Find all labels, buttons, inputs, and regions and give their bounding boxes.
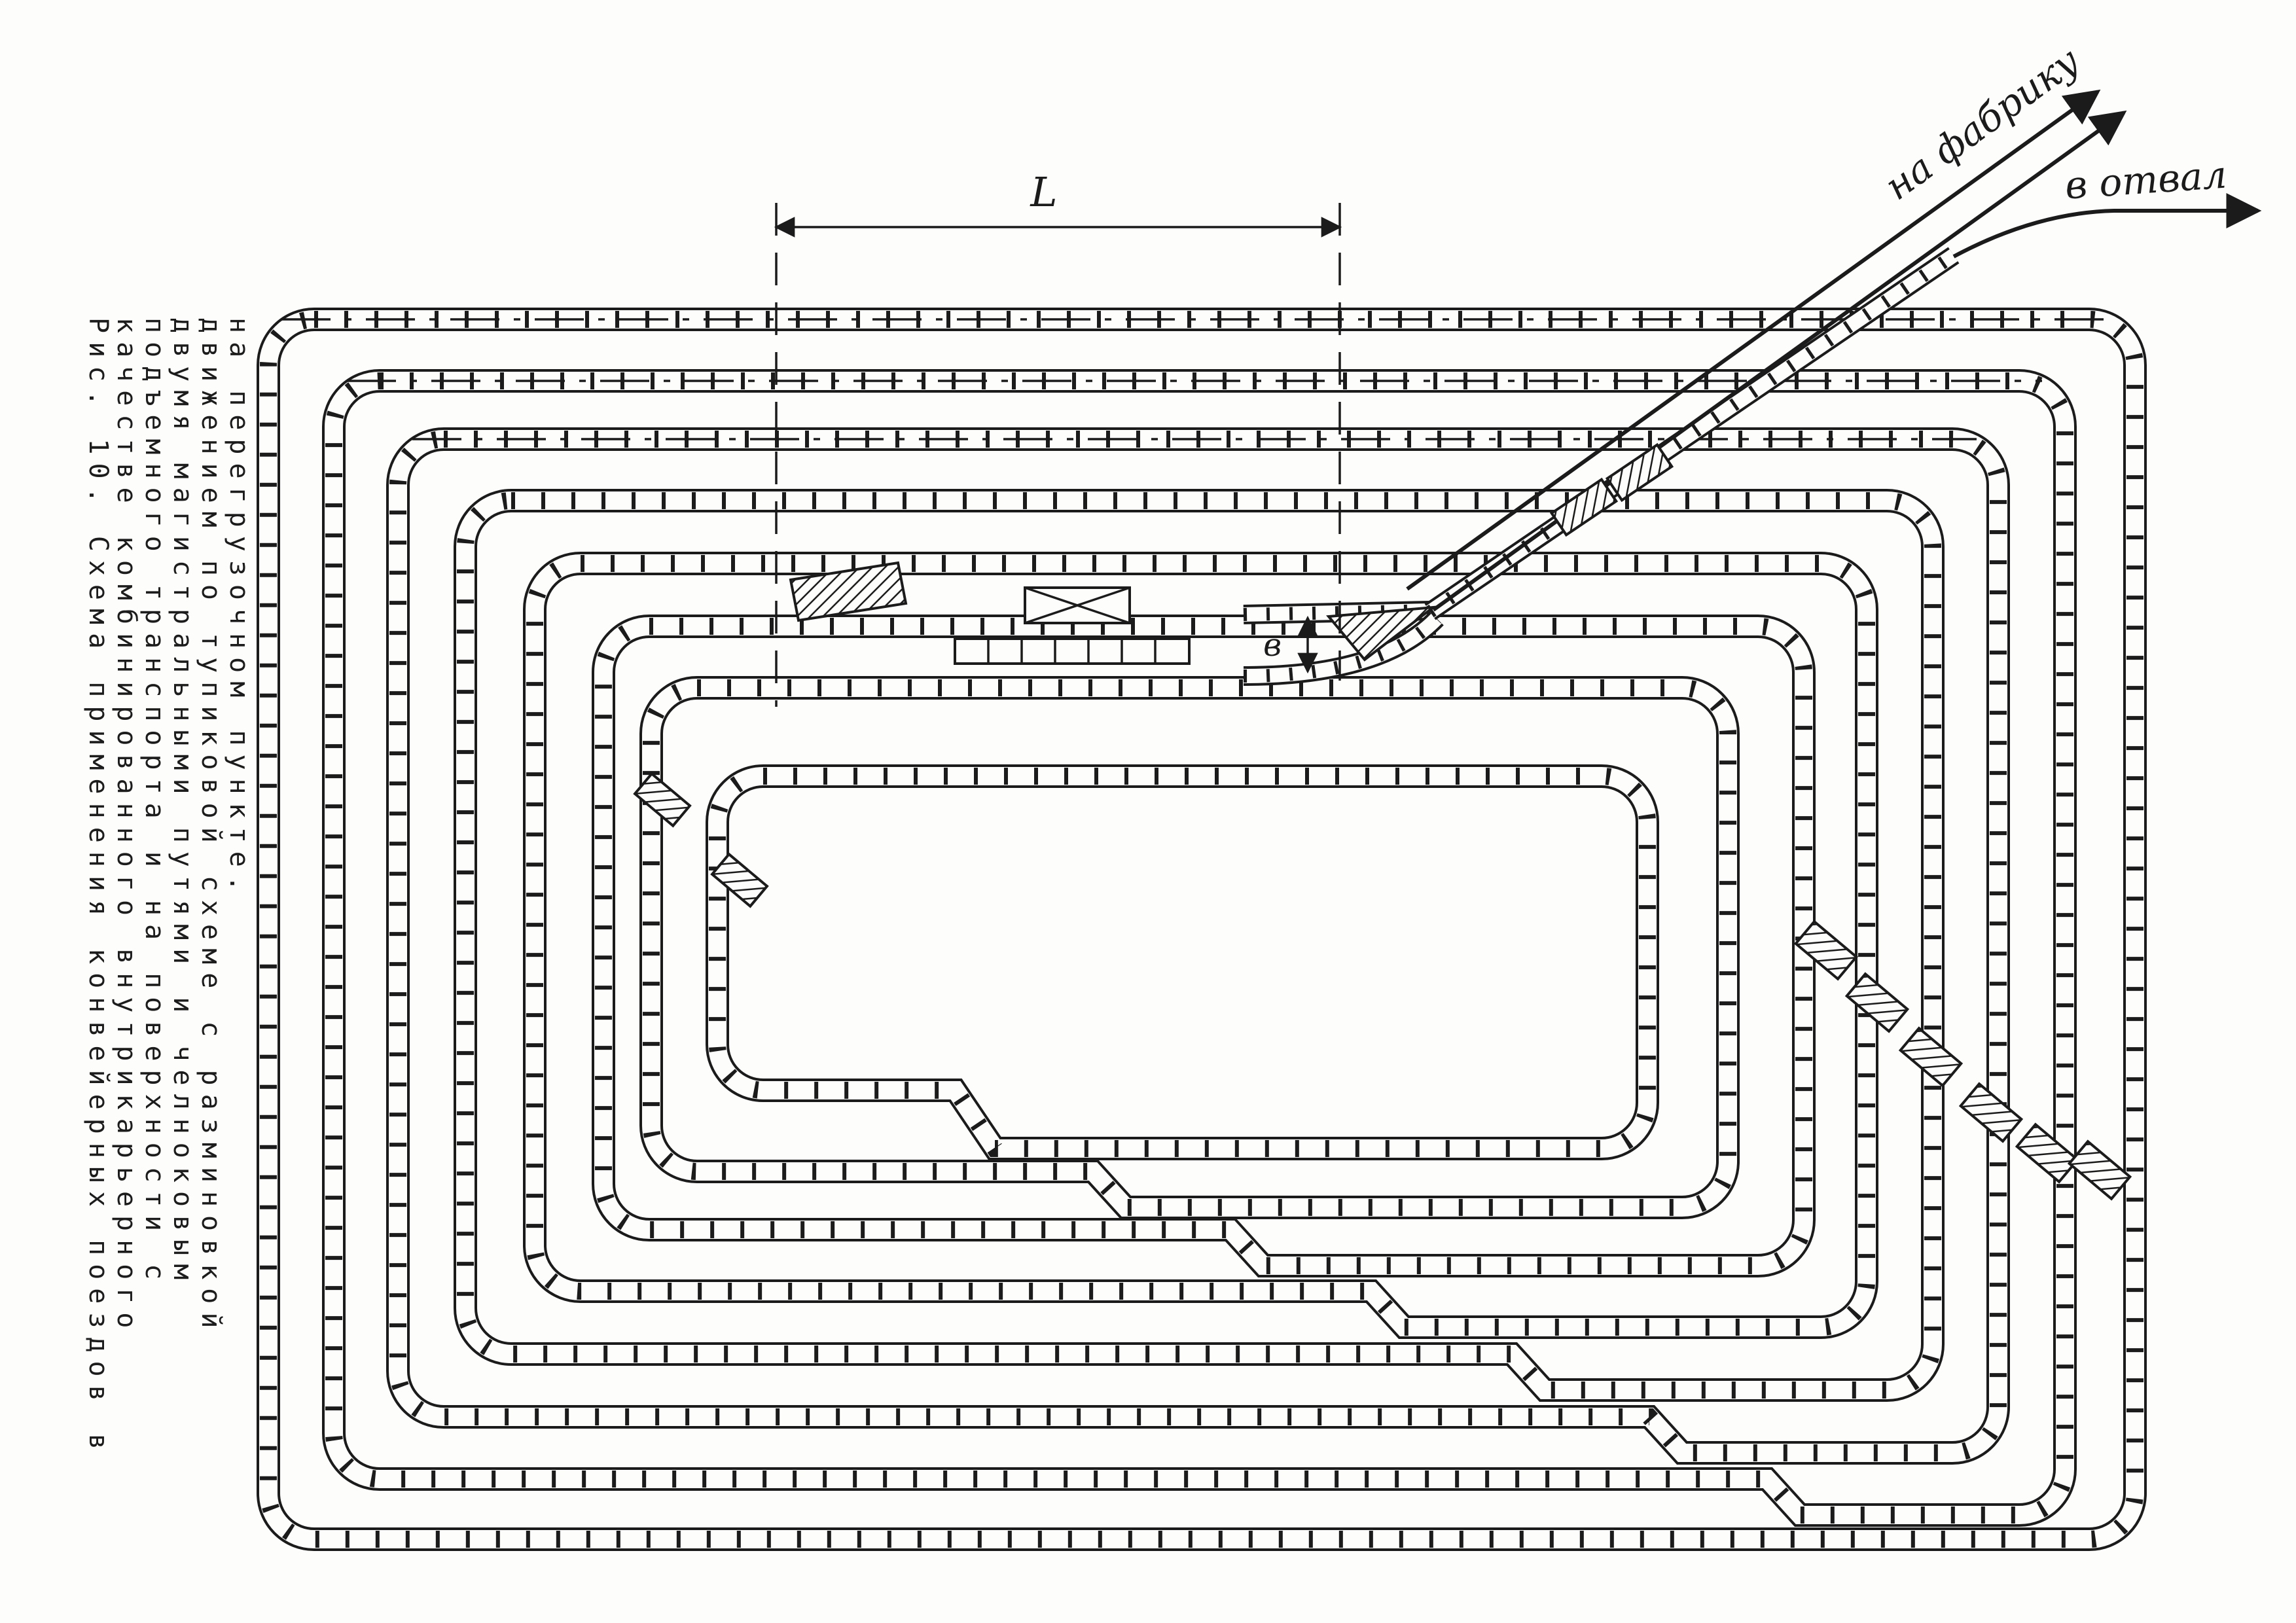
ramp-wagon-2: [1605, 442, 1674, 503]
caption-line: качестве комбинированного внутрикарьерно…: [111, 317, 141, 1337]
transfer-point: [789, 561, 1191, 665]
wagon-symbol: [1549, 477, 1619, 537]
track-core: [717, 776, 1647, 1149]
caption-line: Рис. 10. Схема применения конвейерных по…: [83, 317, 113, 1458]
tipper-symbol: [789, 561, 908, 622]
passing-point-right-5: [2015, 1122, 2080, 1184]
passing-symbol: [710, 852, 769, 908]
spiral-loop-8: [717, 776, 1647, 1149]
dimension-gauge-label: в: [1263, 627, 1282, 664]
passing-symbol: [1793, 919, 1859, 981]
passing-symbol: [633, 772, 692, 828]
passing-point-right-2: [1844, 972, 1910, 1033]
train-outline: [954, 637, 1191, 665]
caption-line: на перегрузочном пункте.: [224, 317, 254, 900]
wagon-symbol: [1605, 442, 1674, 503]
passing-symbol: [2015, 1122, 2080, 1184]
exit-ramp: [1244, 89, 2262, 676]
ramp-rail-to-factory-2: [1432, 110, 2127, 612]
passing-points: [633, 772, 2132, 1201]
conveyor-train: [954, 637, 1191, 665]
ramp-rail-to-factory: [1406, 89, 2101, 591]
caption-line: подъемного транспорта и на поверхности с: [139, 317, 170, 1289]
figure-caption: Рис. 10. Схема применения конвейерных по…: [83, 317, 254, 1502]
passing-point-left-2: [710, 852, 769, 908]
passing-symbol: [1898, 1026, 1964, 1088]
rail-to-dump: [1952, 193, 2262, 259]
passing-point-left-1: [633, 772, 692, 828]
passing-point-right-6: [2067, 1139, 2132, 1201]
caption-line: двумя магистральными путями и челноковым: [168, 317, 198, 1289]
ramp-wagon-1: [1549, 477, 1619, 537]
junction-wedge: [1326, 605, 1438, 662]
passing-symbol: [1958, 1082, 2024, 1143]
crossing-box: [1024, 586, 1131, 624]
passing-symbol: [2067, 1139, 2132, 1201]
dimension-L: L: [774, 168, 1342, 707]
caption-line: движением по тупиковой схеме с разминовк…: [196, 317, 226, 1337]
passing-point-right-3: [1898, 1026, 1964, 1088]
to-dump-label: в отвал: [2064, 152, 2229, 208]
crossing-diagonal: [1024, 586, 1130, 624]
bench-centerlines: [281, 318, 2114, 440]
passing-point-right-1: [1793, 919, 1859, 981]
passing-symbol: [1844, 972, 1910, 1033]
dimension-L-label: L: [1030, 168, 1057, 216]
dimension-gauge: в: [1263, 615, 1318, 674]
passing-point-right-4: [1958, 1082, 2024, 1143]
spiral-bench-loops: [268, 319, 2135, 1539]
